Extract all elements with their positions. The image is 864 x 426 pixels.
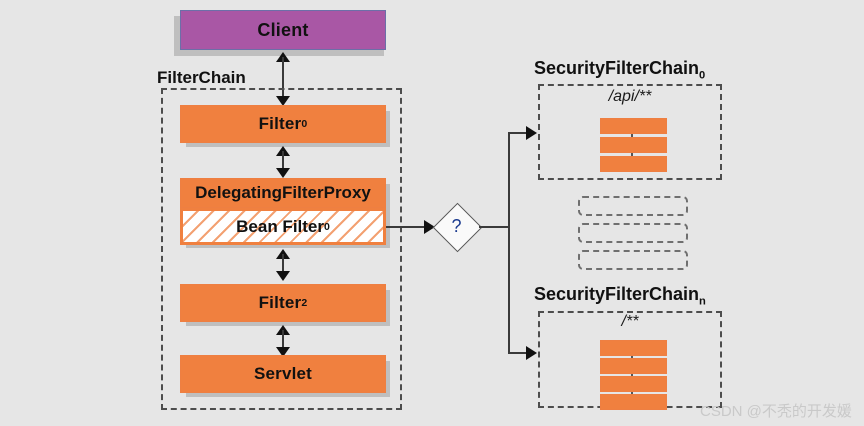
arrow-right-decision xyxy=(424,220,435,234)
client-node: Client xyxy=(180,10,386,50)
securityfilterchain-n-title: SecurityFilterChainn xyxy=(534,284,706,308)
dfp-label: DelegatingFilterProxy xyxy=(195,183,371,202)
filter2-label: Filter xyxy=(258,293,302,312)
sfc0-title-text: SecurityFilterChain xyxy=(534,58,700,78)
sfcn-filter-bar xyxy=(600,376,667,392)
connector-branch-spine xyxy=(508,132,510,353)
securityfilterchain-0-title: SecurityFilterChain0 xyxy=(534,58,705,82)
connector-filter0-dfp xyxy=(282,151,284,171)
filterchain-title: FilterChain xyxy=(157,68,246,87)
watermark: CSDN @不秃的开发媛 xyxy=(700,403,852,420)
sfcn-filter-bar xyxy=(600,394,667,410)
sfcn-title-subscript: n xyxy=(699,295,706,308)
placeholder-chain-1 xyxy=(578,196,688,216)
sfc0-filter-bar xyxy=(600,137,667,153)
client-label: Client xyxy=(257,19,309,40)
arrow-right-sfc-n xyxy=(526,346,537,360)
bean-filter-subscript: 0 xyxy=(324,220,330,233)
connector-branch-top xyxy=(508,132,532,134)
dfp-header: DelegatingFilterProxy xyxy=(180,178,386,208)
sfc0-pattern: /api/** xyxy=(608,88,652,105)
arrow-right-sfc-0 xyxy=(526,126,537,140)
servlet-label: Servlet xyxy=(253,364,313,383)
node-servlet: Servlet xyxy=(180,355,386,393)
sfcn-filter-bar xyxy=(600,358,667,374)
sfcn-title-text: SecurityFilterChain xyxy=(534,284,700,304)
decision-label: ? xyxy=(451,216,462,236)
arrow-down-filter2 xyxy=(276,271,290,281)
placeholder-chain-3 xyxy=(578,250,688,270)
arrow-down-dfp xyxy=(276,168,290,178)
sfc0-filter-bar xyxy=(600,118,667,134)
connector-branch-bottom xyxy=(508,352,532,354)
sfc0-title-subscript: 0 xyxy=(699,69,706,82)
securityfilterchain-0-group xyxy=(538,84,722,180)
bean-filter-label: Bean Filter xyxy=(236,216,324,236)
placeholder-chain-2 xyxy=(578,223,688,243)
arrow-down-filter0 xyxy=(276,96,290,106)
filter0-subscript: 0 xyxy=(301,118,308,130)
filter0-label: Filter xyxy=(258,114,302,133)
connector-client-filter0 xyxy=(282,57,284,100)
sfcn-filter-bar xyxy=(600,340,667,356)
sfcn-pattern: /** xyxy=(621,313,639,330)
arrow-down-servlet xyxy=(276,347,290,357)
sfc0-filter-bar xyxy=(600,156,667,172)
connector-bean-to-decision xyxy=(386,226,431,228)
decision-label-wrap: ? xyxy=(440,210,473,243)
filterchain-group xyxy=(161,88,402,410)
filter2-subscript: 2 xyxy=(301,297,308,309)
connector-dfp-filter2 xyxy=(282,254,284,274)
connector-decision-out xyxy=(479,226,510,228)
connector-filter2-servlet xyxy=(282,330,284,350)
